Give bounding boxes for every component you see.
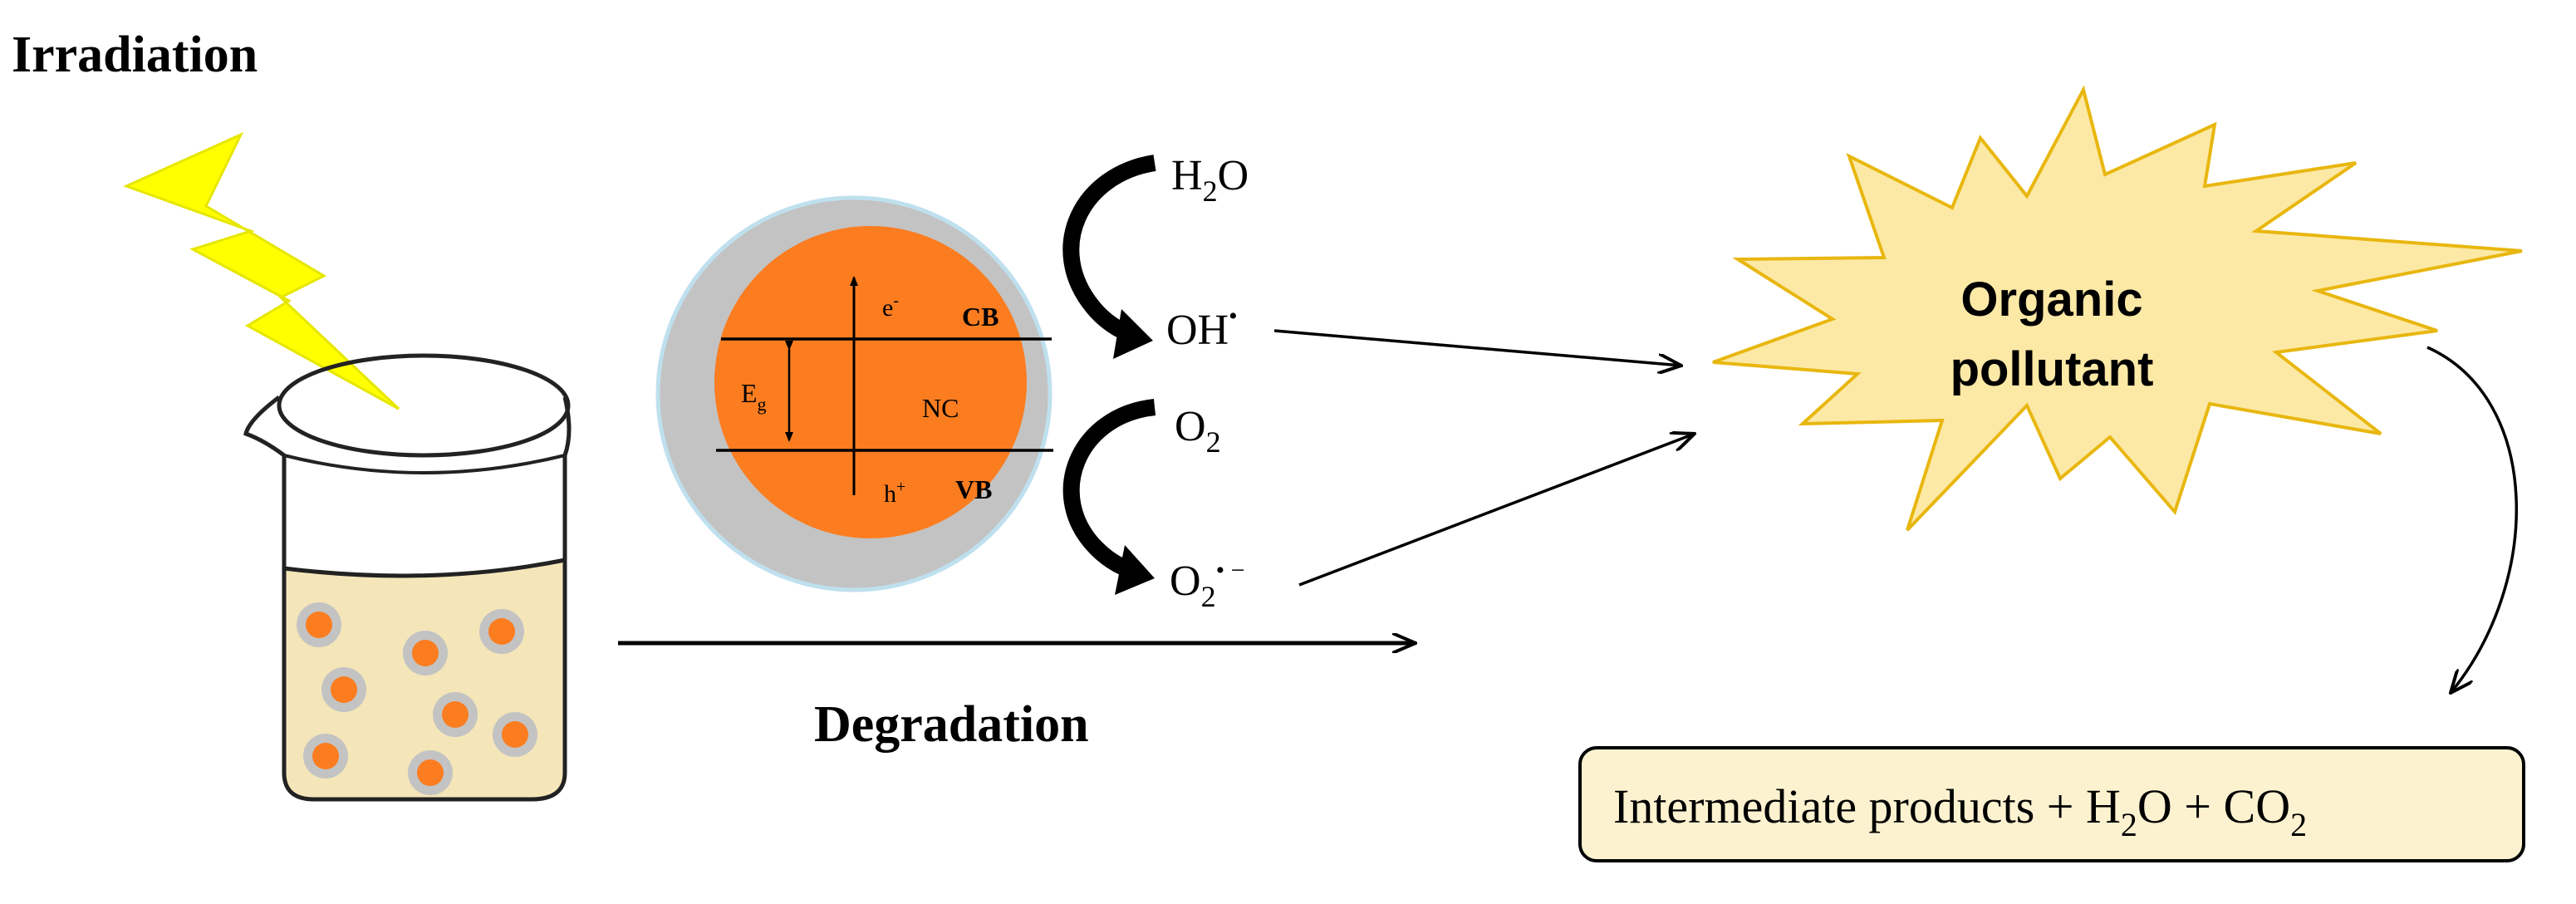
hydroxyl-to-pollutant-arrow bbox=[1273, 329, 1681, 366]
nanoparticle bbox=[303, 734, 348, 779]
beaker-liquid-surface bbox=[283, 558, 566, 578]
oxygen-reduction-arrow bbox=[1062, 399, 1156, 595]
hole-label: h+ bbox=[884, 478, 905, 508]
nanoparticle bbox=[297, 602, 341, 647]
oxygen-label: O2 bbox=[1175, 403, 1221, 459]
superoxide-label: O2• − bbox=[1170, 557, 1244, 613]
nanoparticle bbox=[493, 712, 537, 757]
irradiation-label: Irradiation bbox=[12, 27, 258, 83]
nanoparticle bbox=[433, 692, 478, 737]
dispersed-nanoparticles bbox=[297, 602, 537, 795]
water-oxidation-arrow bbox=[1062, 155, 1156, 359]
hydroxyl-radical-label: OH• bbox=[1166, 302, 1238, 354]
pollutant-label-line1: Organic bbox=[1960, 273, 2142, 327]
superoxide-to-pollutant-arrow bbox=[1298, 434, 1695, 587]
beaker-rim bbox=[277, 353, 571, 458]
nanoparticle bbox=[408, 750, 453, 795]
electron-label: e- bbox=[882, 292, 899, 322]
water-label: H2O bbox=[1171, 152, 1249, 208]
products-box bbox=[1578, 746, 2525, 862]
core-shell-nanoparticle-icon: Eg e- CB NC h+ VB bbox=[655, 195, 1053, 592]
beaker-icon bbox=[243, 353, 572, 802]
particle-core bbox=[714, 226, 1027, 538]
pollutant-to-products-arrow bbox=[2426, 346, 2518, 693]
vb-label: VB bbox=[955, 474, 992, 504]
cb-label: CB bbox=[962, 302, 999, 332]
pollutant-label-line2: pollutant bbox=[1950, 342, 2154, 396]
nanoparticle bbox=[321, 667, 366, 712]
nanoparticle bbox=[479, 609, 524, 654]
beaker-spout bbox=[243, 396, 572, 458]
beaker-body bbox=[282, 455, 567, 802]
degradation-label: Degradation bbox=[814, 696, 1089, 753]
lightning-bolt-icon bbox=[122, 131, 400, 410]
products-label: Intermediate products + H2O + CO2 bbox=[1613, 779, 2307, 843]
nc-label: NC bbox=[922, 393, 959, 423]
nanoparticle bbox=[403, 631, 448, 676]
starburst-icon bbox=[1712, 85, 2523, 532]
band-gap-label: Eg bbox=[741, 378, 767, 415]
